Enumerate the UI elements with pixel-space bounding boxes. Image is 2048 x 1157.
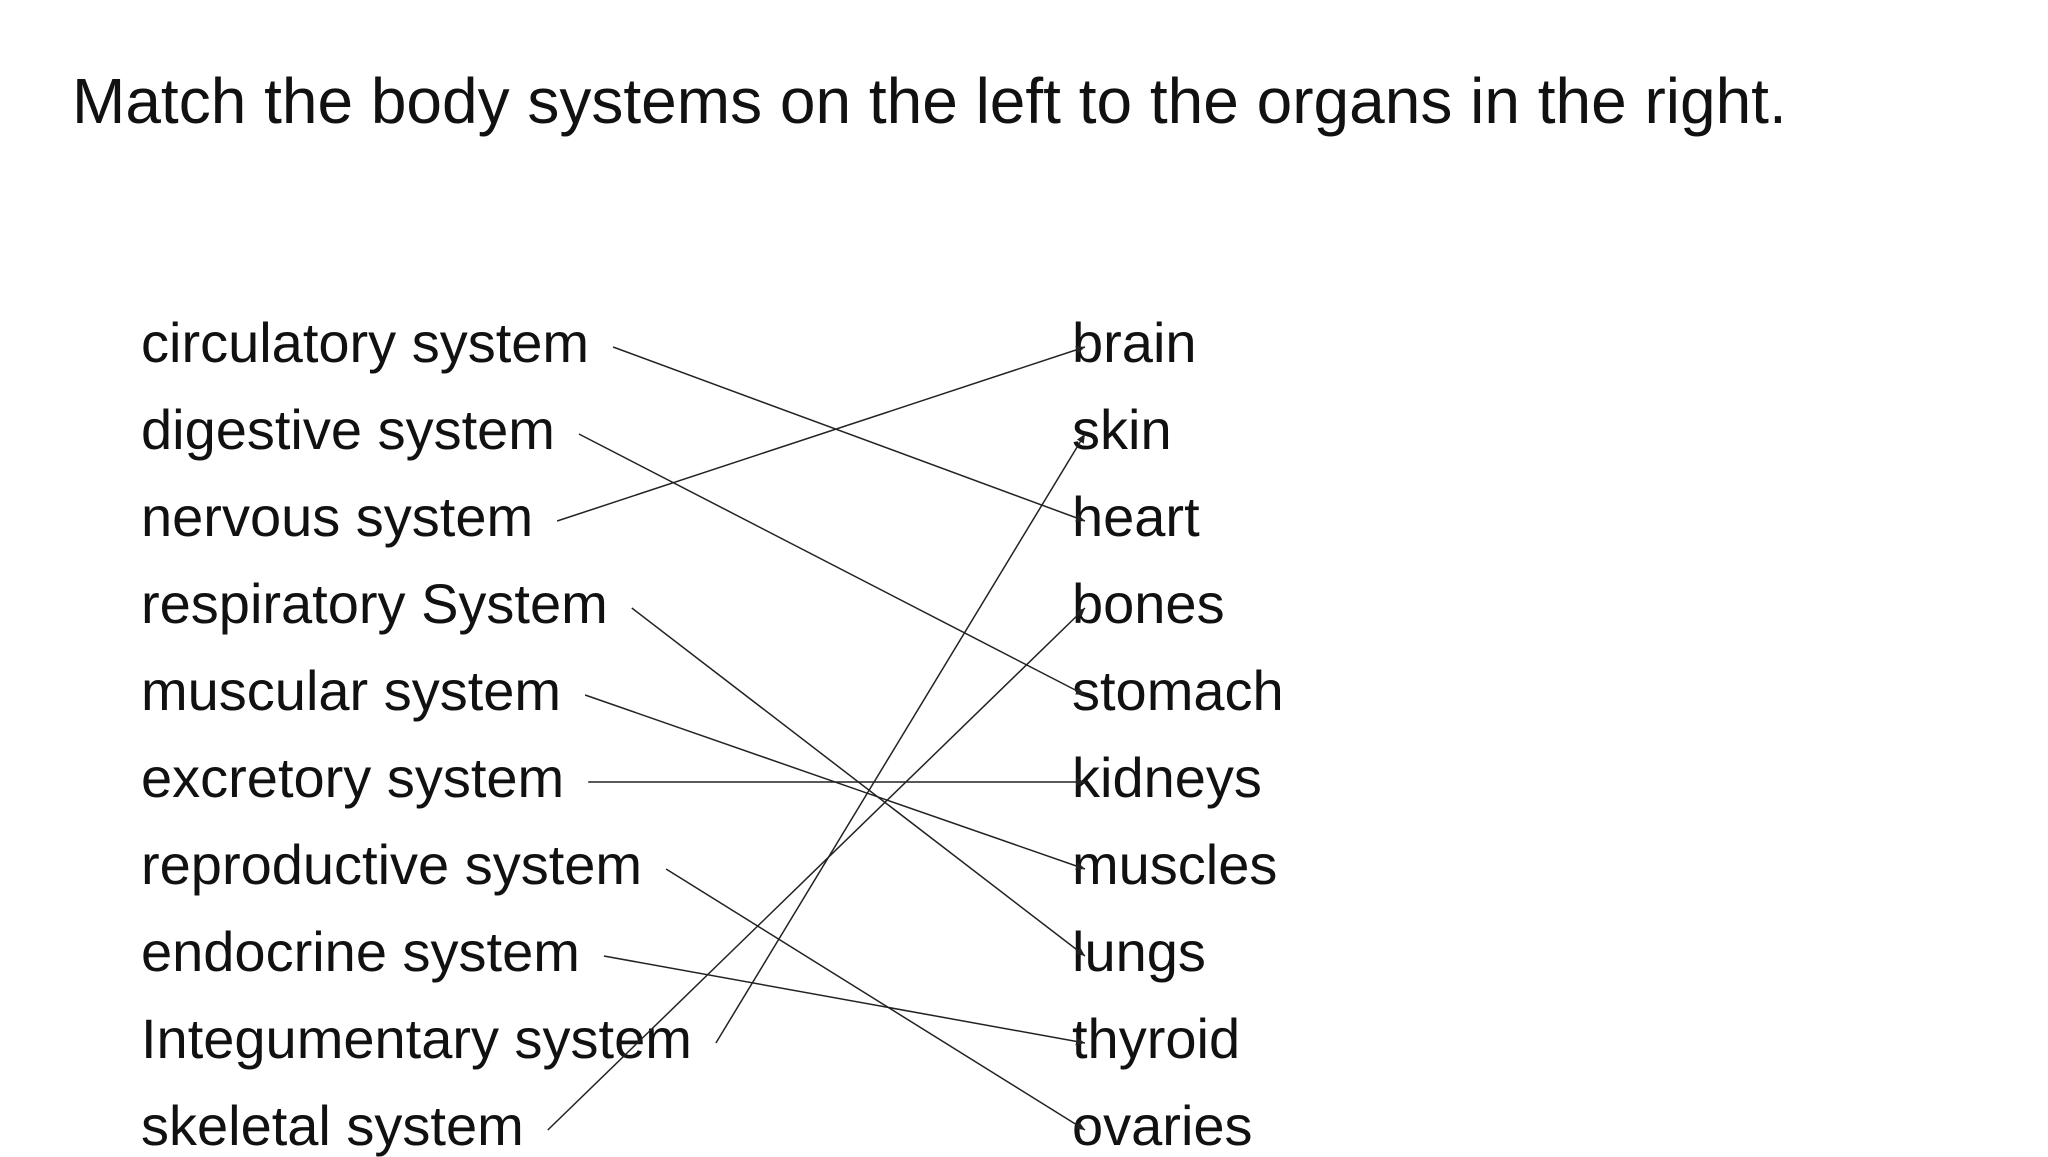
connector-skeletal-system-to-bones: [547, 607, 1086, 1131]
left-term-nervous: nervous system: [141, 485, 534, 548]
right-term-thyroid: thyroid: [1072, 1007, 1241, 1070]
right-term-kidneys: kidneys: [1072, 746, 1262, 809]
left-term-muscular: muscular system: [141, 659, 562, 722]
right-term-bones: bones: [1072, 572, 1225, 635]
connector-integumentary-system-to-skin: [715, 433, 1086, 1044]
connector-circulatory-system-to-heart: [612, 346, 1086, 522]
left-term-excretory: excretory system: [141, 746, 565, 809]
right-term-lungs: lungs: [1072, 920, 1206, 983]
left-term-skeletal: skeletal system: [141, 1094, 524, 1157]
connector-endocrine-system-to-thyroid: [603, 955, 1086, 1046]
connector-nervous-system-to-brain: [556, 346, 1086, 522]
right-term-skin: skin: [1072, 398, 1172, 461]
right-term-muscles: muscles: [1072, 833, 1278, 896]
right-term-heart: heart: [1072, 485, 1200, 548]
connector-digestive-system-to-stomach: [578, 433, 1086, 696]
left-term-integumentary: Integumentary system: [141, 1007, 692, 1070]
right-term-brain: brain: [1072, 311, 1197, 374]
connector-reproductive-system-to-ovaries: [665, 868, 1086, 1131]
left-term-endocrine: endocrine system: [141, 920, 580, 983]
slide-title: Match the body systems on the left to th…: [72, 65, 1787, 137]
right-term-stomach: stomach: [1072, 659, 1284, 722]
left-term-digestive: digestive system: [141, 398, 555, 461]
left-term-circulatory: circulatory system: [141, 311, 590, 374]
right-term-ovaries: ovaries: [1072, 1094, 1253, 1157]
left-term-reproductive: reproductive system: [141, 833, 643, 896]
left-term-respiratory: respiratory System: [141, 572, 608, 635]
